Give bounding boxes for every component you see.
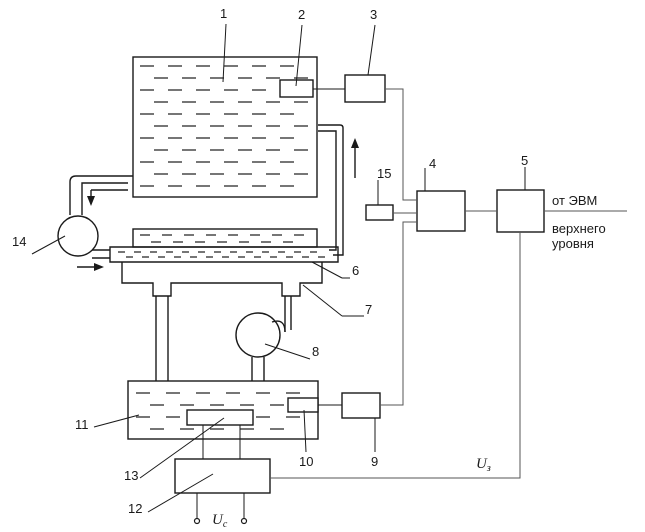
u3-sub: з [486,463,491,474]
label-1: 1 [220,6,227,21]
label-12: 12 [128,501,142,516]
label-7: 7 [365,302,372,317]
block-3 [344,74,386,103]
return-pipe [318,124,344,256]
label-2: 2 [298,7,305,22]
level-sensor-lower [287,397,319,413]
line-3-to-4 [385,88,417,201]
label-15: 15 [377,166,391,181]
pump-14-outlet [92,249,110,259]
flow-arrow-down-head [87,196,95,206]
block-15 [365,204,394,221]
label-6: 6 [352,263,359,278]
computer-text-line3: уровня [552,236,594,251]
return-pipe-inner [318,130,337,251]
label-3: 3 [370,7,377,22]
pump-8-link [271,320,286,333]
heater-13 [186,409,254,426]
leader-lines [31,23,526,513]
label-4: 4 [429,156,436,171]
controller-5 [496,189,545,233]
terminal-b [240,517,248,525]
terminal-a [193,517,201,525]
heat-exchanger-top-liquid [140,234,304,243]
feed-pipe-outer [69,175,133,215]
label-5: 5 [521,153,528,168]
line-9-to-4 [380,221,417,406]
flow-arrow-up-head [351,138,359,148]
heat-exchanger-channel [109,246,339,263]
line-5-to-12 [270,232,521,479]
label-14: 14 [12,234,26,249]
pump-8 [235,312,281,358]
uc-sub: c [223,519,228,530]
block-9 [341,392,381,419]
lower-tank-liquid [136,392,300,430]
upper-tank-liquid [140,65,308,187]
label-11: 11 [75,417,89,432]
label-10: 10 [299,454,313,469]
u3-label: Uз [476,456,491,474]
label-9: 9 [371,454,378,469]
inlet-arrow-head [94,263,104,271]
uc-main: U [212,512,224,528]
label-8: 8 [312,344,319,359]
computer-text-line2: верхнего [552,221,606,236]
controller-4 [416,190,466,232]
pump-14 [57,215,99,257]
housing-7 [121,262,323,297]
u3-main: U [476,456,488,472]
uc-label: Uc [212,512,228,530]
heat-exchanger-channel-liquid [118,251,325,258]
heat-exchanger-top [132,228,318,248]
computer-text-line1: от ЭВМ [552,193,597,208]
label-13: 13 [124,468,138,483]
feed-pipe-inner [81,182,128,215]
